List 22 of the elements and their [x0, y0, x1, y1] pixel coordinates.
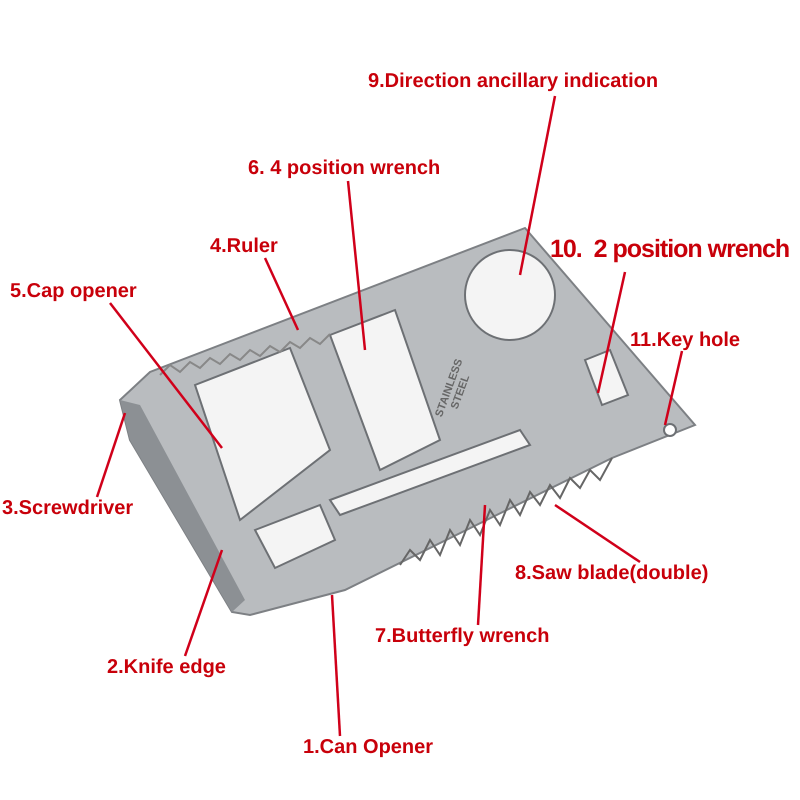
leader-line	[518, 96, 556, 276]
callout-label: 1.Can Opener	[303, 736, 434, 758]
leader-line	[664, 350, 684, 426]
callout-label: 4.Ruler	[210, 235, 278, 257]
callout-label: 10. 2 position wrench	[550, 236, 790, 264]
callout-label: 7.Butterfly wrench	[375, 625, 550, 647]
leader-line	[476, 504, 486, 626]
leader-line	[346, 180, 366, 350]
leader-line	[184, 550, 224, 656]
callout-label: 8.Saw blade(double)	[515, 562, 708, 584]
callout-label: 3.Screwdriver	[2, 497, 134, 519]
leader-line	[109, 302, 223, 449]
callout-label: 6. 4 position wrench	[248, 157, 440, 179]
callout-label: 11.Key hole	[630, 329, 740, 351]
callout-label: 9.Direction ancillary indication	[368, 70, 658, 92]
leader-line	[596, 272, 626, 394]
callout-label: 2.Knife edge	[107, 656, 226, 678]
callout-label: 5.Cap opener	[10, 280, 137, 302]
leader-line	[264, 257, 300, 331]
leader-line	[96, 412, 126, 498]
leader-line	[330, 594, 342, 736]
leader-line	[554, 504, 641, 564]
